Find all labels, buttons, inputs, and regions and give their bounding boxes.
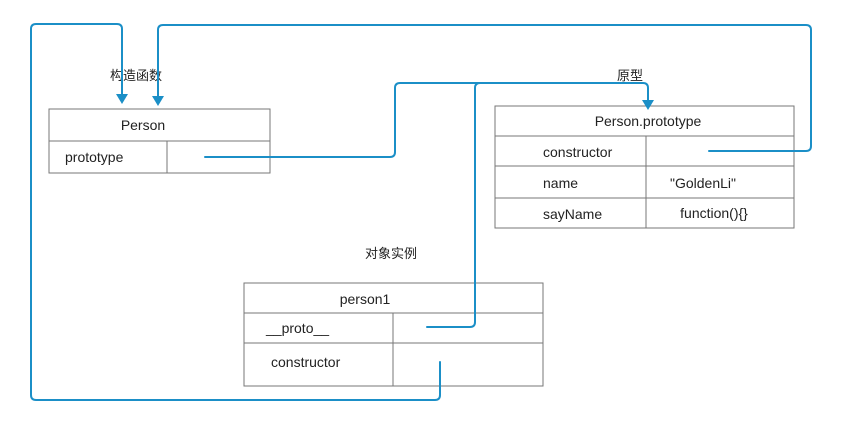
instance-label: 对象实例 [365,247,417,262]
person1-box: person1 __proto__ constructor [243,282,544,387]
arrow-to-person-prototype-icon [642,100,654,110]
person1-constructor-key: constructor [271,354,341,370]
person1-constructor-connector [30,23,441,401]
person1-proto-key: __proto__ [265,320,329,336]
person-prototype-box: Person.prototype constructor name "Golde… [494,105,795,229]
constructor-function-label: 构造函数 [110,69,162,84]
person1-proto-connector [426,82,521,328]
prototype-object-label: 原型 [617,69,643,84]
person-prototype-title: Person.prototype [595,113,702,129]
arrow-to-person-from-prototype-icon [152,96,164,106]
prototype-constructor-connector [157,24,812,152]
person-prototype-connector [204,82,649,158]
person-prototype-key: prototype [65,149,124,165]
prototype-constructor-key: constructor [543,144,613,160]
prototype-name-value: "GoldenLi" [670,175,736,191]
person-box: Person prototype [48,108,271,174]
person1-title: person1 [340,291,391,307]
prototype-sayname-key: sayName [543,206,602,222]
prototype-sayname-value: function(){} [680,205,748,221]
prototype-name-key: name [543,175,578,191]
person-title: Person [121,117,165,133]
arrow-to-person-from-instance-icon [116,94,128,104]
